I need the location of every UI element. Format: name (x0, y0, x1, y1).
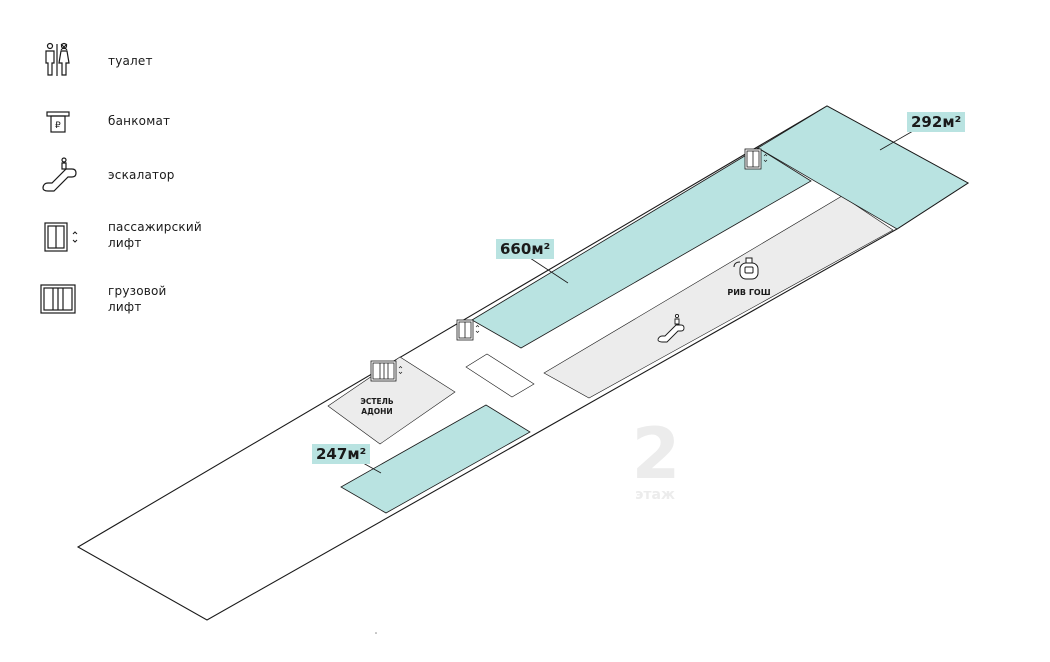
shop-label-estel-line2: АДОНИ (361, 407, 392, 416)
available-area-660[interactable] (471, 147, 812, 349)
area-label-247[interactable]: 247м² (312, 444, 371, 464)
central-island (465, 353, 535, 398)
area-unit-660: м² (531, 240, 551, 258)
area-unit-247: м² (347, 445, 367, 463)
leader-line-292 (879, 130, 914, 151)
area-value-292: 292 (911, 113, 943, 131)
toilet-icon (45, 42, 70, 76)
shop-label-riv-gosh: РИВ ГОШ (727, 288, 770, 297)
area-unit-292: м² (942, 113, 962, 131)
shop-label-estel-line1: ЭСТЕЛЬ (360, 397, 393, 406)
leader-line-247 (362, 462, 382, 474)
area-value-247: 247 (316, 445, 348, 463)
escalator-icon (42, 157, 77, 192)
available-area-292[interactable] (757, 105, 969, 230)
legend-label-passenger-lift: пассажирский лифт (108, 219, 202, 251)
legend-label-cargo-lift-line1: грузовой (108, 284, 167, 298)
available-area-247[interactable] (340, 404, 531, 514)
legend-label-escalator: эскалатор (108, 168, 175, 182)
legend-label-cargo-lift: грузовой лифт (108, 283, 167, 315)
area-label-292[interactable]: 292м² (907, 112, 966, 132)
passenger-lift-marker-1 (744, 148, 768, 170)
cargo-lift-marker (370, 360, 403, 382)
legend-label-atm: банкомат (108, 114, 171, 128)
area-label-660[interactable]: 660м² (496, 239, 555, 259)
atm-icon: ₽ (46, 111, 70, 133)
passenger-lift-icon (44, 222, 78, 252)
legend-label-cargo-lift-line2: лифт (108, 300, 142, 314)
shop-riv-gosh (543, 195, 894, 399)
passenger-lift-marker-2 (456, 319, 480, 341)
leader-line-660 (529, 257, 569, 284)
legend-label-toilet: туалет (108, 54, 153, 68)
escalator-marker (657, 313, 685, 343)
floor-label: этаж (635, 487, 675, 503)
area-value-660: 660 (500, 240, 532, 258)
small-dot (375, 632, 377, 634)
legend-label-passenger-lift-line2: лифт (108, 236, 142, 250)
perfume-bottle-icon (733, 257, 759, 280)
floor-number: 2 (632, 413, 681, 495)
legend-label-passenger-lift-line1: пассажирский (108, 220, 202, 234)
svg-text:₽: ₽ (55, 121, 61, 131)
cargo-lift-icon (40, 284, 76, 314)
